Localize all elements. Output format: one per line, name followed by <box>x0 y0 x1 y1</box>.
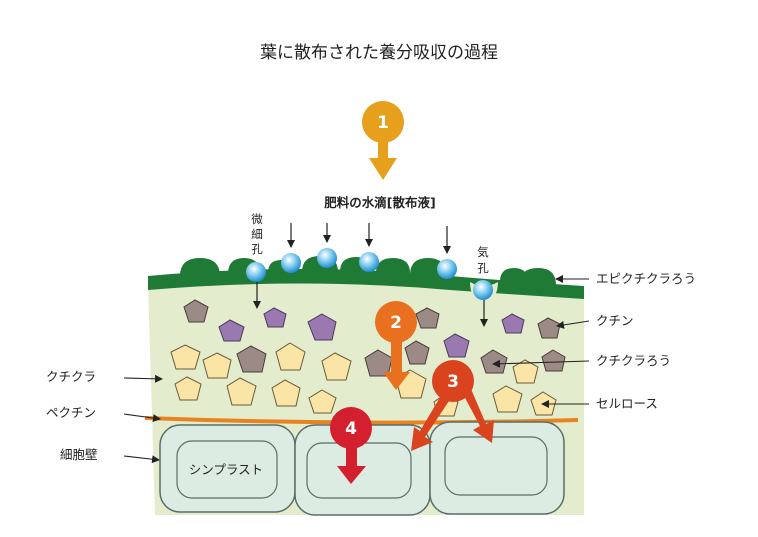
micropore-label-1: 微 <box>251 212 263 226</box>
epicuticular-wax-label: エピクチクラろう <box>596 271 696 286</box>
micropore-label-2: 細 <box>251 227 263 241</box>
droplet <box>281 253 301 273</box>
step-2-marker: 2 <box>375 301 417 343</box>
step-2-number: 2 <box>390 313 402 333</box>
symplast-label: シンプラスト <box>189 462 263 477</box>
stomata-label-1: 気 <box>477 245 489 259</box>
cuticular-wax-label: クチクラろう <box>596 353 671 368</box>
micropore-label-3: 孔 <box>251 242 263 256</box>
cell <box>429 421 565 515</box>
cutin-particles <box>218 307 525 358</box>
step-2-arrow <box>383 335 410 390</box>
droplet-arrows <box>253 223 488 327</box>
step-3-number: 3 <box>447 372 459 392</box>
droplet <box>437 259 457 279</box>
fertilizer-droplets <box>246 248 493 300</box>
cell-wall-label: 細胞壁 <box>60 447 98 462</box>
cuticle-label: クチクラ <box>46 369 96 384</box>
pectin-label: ペクチン <box>46 405 96 420</box>
step-1-number: 1 <box>377 113 389 133</box>
step-3-marker: 3 <box>432 360 474 402</box>
step-3-arrows <box>411 389 494 451</box>
droplet <box>359 252 379 272</box>
step-4-number: 4 <box>345 419 357 439</box>
droplet <box>473 280 493 300</box>
step-1-marker: 1 <box>362 101 404 143</box>
step-1-arrow <box>369 141 397 180</box>
cellulose-label: セルロース <box>596 396 658 411</box>
cuticular-wax-particles <box>183 299 566 377</box>
step-4-marker: 4 <box>330 407 372 449</box>
droplet <box>246 262 266 282</box>
fertilizer-droplet-label: 肥料の水滴[散布液] <box>324 195 435 210</box>
cutin-label: クチン <box>596 313 634 328</box>
step-4-arrow <box>337 443 366 484</box>
left-label-arrows <box>123 374 163 464</box>
droplet <box>317 248 337 268</box>
page-title: 葉に散布された養分吸収の過程 <box>260 43 498 63</box>
right-label-arrows <box>492 275 590 408</box>
stomata-label-2: 孔 <box>477 261 489 275</box>
